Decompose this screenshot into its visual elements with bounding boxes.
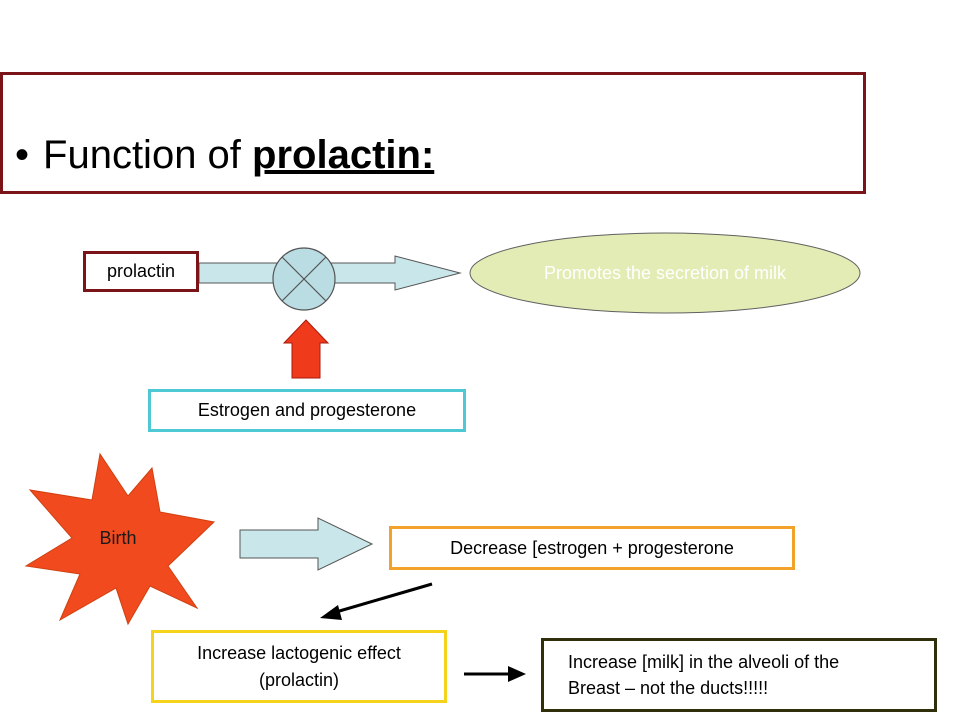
birth-burst-icon (24, 452, 216, 626)
decrease-box: Decrease [estrogen + progesterone (389, 526, 795, 570)
milk-line-2: Breast – not the ducts!!!!! (568, 678, 769, 698)
prolactin-box: prolactin (83, 251, 199, 292)
title-prefix: Function of (43, 133, 253, 177)
title-box: • Function of prolactin: (0, 72, 866, 194)
estrogen-box: Estrogen and progesterone (148, 389, 466, 432)
lactogenic-box: Increase lactogenic effect (prolactin) (151, 630, 447, 703)
estrogen-label: Estrogen and progesterone (197, 400, 417, 420)
inhibition-up-arrow (282, 319, 330, 379)
effect-label: Promotes the secretion of milk (470, 232, 860, 314)
decrease-label: Decrease [estrogen + progesterone (450, 537, 734, 558)
title-bullet: • (15, 133, 30, 177)
birth-label: Birth (99, 528, 137, 548)
effect-ellipse (469, 232, 861, 314)
effect-text: Promotes the secretion of milk (543, 262, 787, 283)
lactogenic-line-1: Increase lactogenic effect (197, 643, 401, 664)
diagonal-arrow (320, 582, 433, 620)
prolactin-label: prolactin (106, 261, 176, 281)
small-arrow (464, 666, 526, 682)
milk-line-1: Increase [milk] in the alveoli of the (568, 651, 840, 672)
milk-box: Increase [milk] in the alveoli of the Br… (541, 638, 937, 712)
lactogenic-line-2: (prolactin) (258, 669, 339, 690)
junction-icon (272, 247, 336, 311)
birth-arrow (239, 517, 374, 571)
title-emphasis: prolactin: (252, 133, 435, 177)
page-title: • Function of prolactin: (15, 133, 434, 178)
